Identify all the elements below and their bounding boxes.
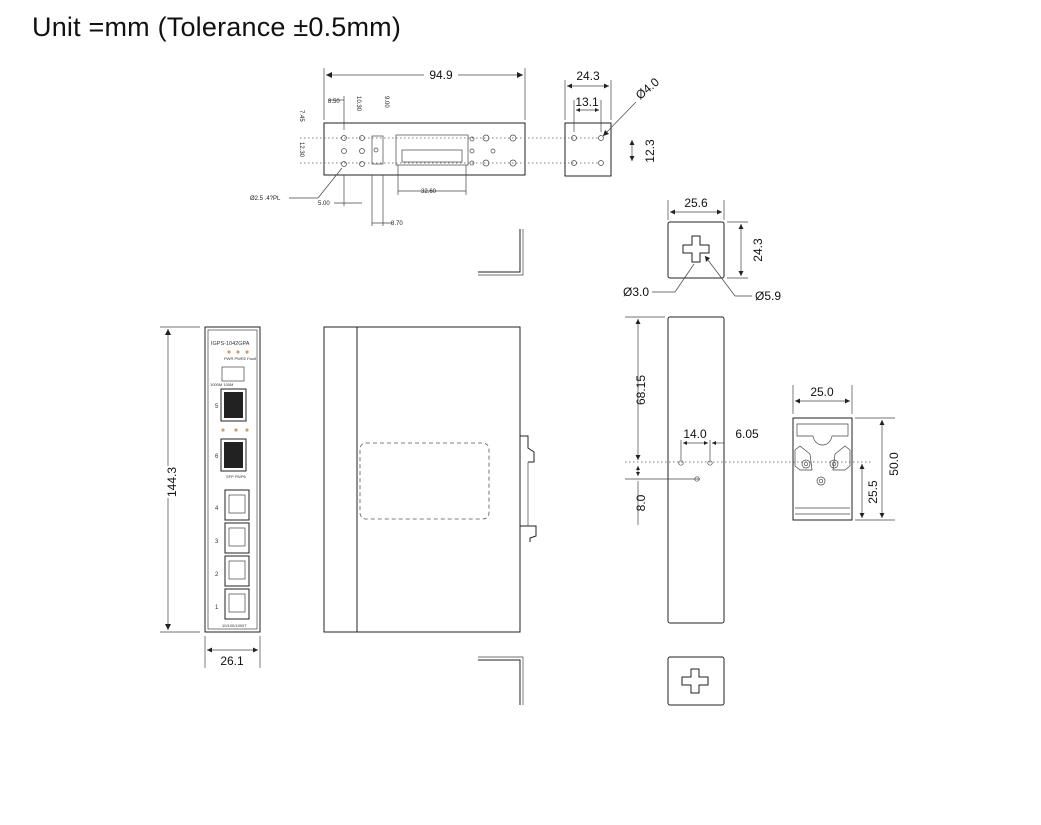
front-height-dim: 144.3: [165, 467, 179, 497]
rj45-port-3: [224, 522, 250, 554]
rail-plate-view: 68.15 8.0 14.0 6.05: [625, 316, 872, 624]
plate-height-dim: 24.3: [751, 238, 765, 262]
front-view: IGPS-1042GPA PWR PWR2 Fault 1000M 100M 5…: [160, 326, 261, 668]
dim-3260: 32.60: [421, 189, 437, 195]
dim-870: 8.70: [391, 221, 403, 227]
plus-slot-icon-2: [681, 668, 709, 694]
hole-note: Ø2.5 .4?PL: [250, 196, 281, 202]
top-slot: [395, 134, 469, 166]
top-view-body: [323, 122, 526, 176]
front-width-dim: 26.1: [220, 654, 244, 668]
port-5-label: 5: [215, 404, 219, 410]
side-view-body: [323, 326, 521, 633]
rail-plate-body: [667, 316, 725, 624]
model-label: IGPS-1042GPA: [211, 341, 250, 347]
page-title: Unit =mm (Tolerance ±0.5mm): [32, 12, 402, 42]
plate-large-hole-dim: Ø5.9: [755, 289, 781, 303]
port-2-label: 2: [215, 572, 219, 578]
rj45-port-2: [224, 555, 250, 587]
plate-small-hole-dim: Ø3.0: [623, 285, 649, 299]
sfp-label: SFP P5/P6: [226, 474, 246, 479]
port-3-label: 3: [215, 539, 219, 545]
port-1-label: 1: [215, 605, 219, 611]
port-4-label: 4: [215, 506, 219, 512]
top-width-dim: 94.9: [429, 68, 453, 82]
sfp-port-5: [220, 388, 247, 422]
bracket-height-dim: 12.3: [643, 139, 657, 163]
dim-850: 8.50: [328, 99, 340, 105]
rail-side-offset-dim: 6.05: [735, 427, 759, 441]
l-bracket-upper: [478, 229, 521, 273]
clip-height-dim: 50.0: [887, 452, 901, 476]
l-bracket-lower: [478, 659, 521, 705]
clip-subheight-dim: 25.5: [866, 480, 880, 504]
dim-500: 5.00: [318, 201, 330, 207]
top-view: 94.9 8.50 10.30 9.00 7.45 12.30: [250, 68, 600, 227]
plate-width-dim: 25.6: [684, 196, 708, 210]
din-clip: 25.0 50.0 25.5: [792, 385, 901, 521]
clip-width-dim: 25.0: [810, 385, 834, 399]
mount-plate-body: [667, 221, 725, 279]
dip-switch: [221, 366, 245, 382]
rj45-port-4: [224, 489, 250, 521]
plus-slot-icon: [682, 235, 710, 263]
side-bracket-top: 24.3 13.1 Ø4.0 12.3: [564, 69, 662, 177]
din-clip-side: [520, 435, 535, 463]
dim-900: 9.00: [383, 96, 389, 108]
mount-plate: 25.6 24.3 Ø3.0 Ø5.9: [623, 196, 781, 303]
front-panel-body: [204, 326, 261, 633]
din-clip-body: [792, 417, 853, 521]
rail-top-offset-dim: 68.15: [634, 375, 648, 405]
led-labels: PWR PWR2 Fault: [224, 356, 257, 361]
port-6-label: 6: [215, 454, 219, 460]
rj-label: 10/100/1000T: [222, 623, 247, 628]
side-view: [323, 326, 537, 633]
sw-labels: 1000M 100M: [210, 382, 233, 387]
rail-bottom-offset-dim: 8.0: [634, 494, 648, 511]
dim-745: 7.45: [298, 110, 304, 122]
bracket-hole-dim: Ø4.0: [633, 75, 662, 103]
dim-1230s: 12.30: [298, 142, 304, 158]
bracket-width-dim: 24.3: [576, 69, 600, 83]
sfp-port-6: [220, 438, 247, 472]
dim-1030: 10.30: [355, 96, 361, 112]
bottom-plate: [667, 656, 725, 706]
rail-spacing-dim: 14.0: [683, 427, 707, 441]
bracket-spacing-dim: 13.1: [575, 95, 599, 109]
rj45-port-1: [224, 588, 250, 620]
side-bracket-body: [564, 122, 612, 177]
side-label-area: [359, 442, 490, 520]
